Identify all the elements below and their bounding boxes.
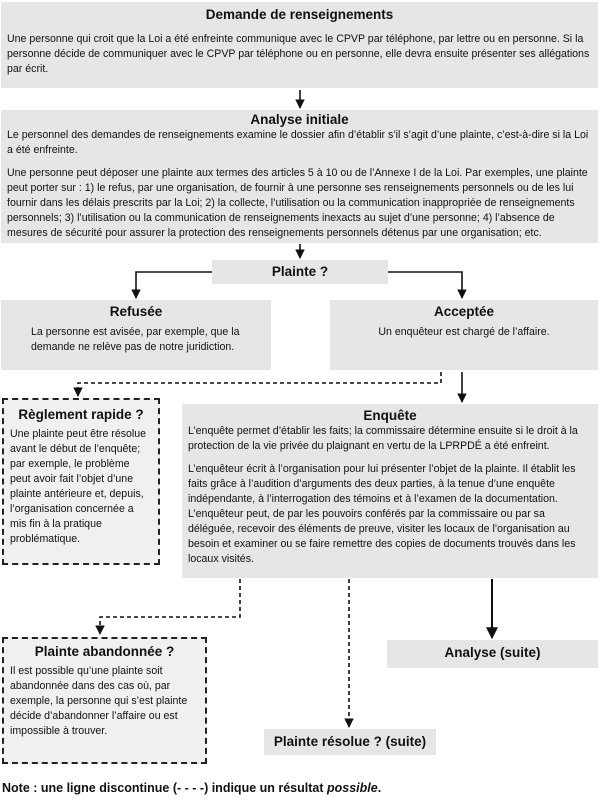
note-italic: possible xyxy=(327,781,378,795)
abandoned-title: Plainte abandonnée ? xyxy=(34,644,175,659)
dashed-arrow-investigation-to-abandoned xyxy=(95,579,241,635)
accepted-text: Un enquêteur est chargé de l’affaire. xyxy=(378,326,550,338)
initial-analysis-text2: Une personne peut déposer une plainte au… xyxy=(7,167,588,239)
initial-analysis-text1: Le personnel des demandes de renseigneme… xyxy=(7,129,589,156)
request-text: Une personne qui croit que la Loi a été … xyxy=(7,33,590,75)
note-prefix: Note : une ligne discontinue ( xyxy=(2,781,177,795)
investigation-text2: L’enquêteur écrit à l’organisation pour … xyxy=(188,463,576,565)
early-resolution-text: Une plainte peut être résolue avant le d… xyxy=(10,428,147,545)
abandoned-box: Plainte abandonnée ? Il est possible qu’… xyxy=(2,637,207,764)
resolved-next-box: Plainte résolue ? (suite) xyxy=(264,729,436,755)
request-box: Demande de renseignements Une personne q… xyxy=(1,2,598,88)
abandoned-text: Il est possible qu’une plainte soit aban… xyxy=(10,665,188,737)
refused-text: La personne est avisée, par exemple, que… xyxy=(31,326,240,353)
refused-title: Refusée xyxy=(109,304,163,319)
initial-analysis-body: Le personnel des demandes de renseigneme… xyxy=(7,128,592,241)
investigation-body: L’enquête permet d’établir les faits; la… xyxy=(188,424,592,567)
accepted-box: Acceptée Un enquêteur est chargé de l’af… xyxy=(330,300,598,370)
accepted-title: Acceptée xyxy=(433,304,495,319)
note-middle: ) indique un résultat xyxy=(204,781,327,795)
initial-analysis-title: Analyse initiale xyxy=(250,112,349,127)
refused-box: Refusée La personne est avisée, par exem… xyxy=(1,300,271,370)
arrow-complaint-to-accepted xyxy=(388,271,467,299)
resolved-next-title: Plainte résolue ? (suite) xyxy=(273,734,427,749)
request-title: Demande de renseignements xyxy=(205,7,394,22)
initial-analysis-box: Analyse initiale Le personnel des demand… xyxy=(1,110,598,243)
legend-note: Note : une ligne discontinue (- - - -) i… xyxy=(2,781,381,795)
dashed-arrow-accepted-to-early-resolution xyxy=(73,372,442,397)
analysis-next-box: Analyse (suite) xyxy=(387,640,598,668)
complaint-question-title: Plainte ? xyxy=(271,264,329,279)
complaint-question-box: Plainte ? xyxy=(212,260,388,284)
analysis-next-title: Analyse (suite) xyxy=(444,645,541,660)
early-resolution-title: Règlement rapide ? xyxy=(18,407,144,422)
investigation-title: Enquête xyxy=(363,408,417,423)
note-dash: - - - - xyxy=(177,781,205,795)
investigation-text1: L’enquête permet d’établir les faits; la… xyxy=(188,425,578,452)
investigation-box: Enquête L’enquête permet d’établir les f… xyxy=(182,404,598,578)
early-resolution-box: Règlement rapide ? Une plainte peut être… xyxy=(2,398,160,565)
arrow-complaint-to-refused xyxy=(131,271,212,299)
note-suffix: . xyxy=(377,781,382,795)
